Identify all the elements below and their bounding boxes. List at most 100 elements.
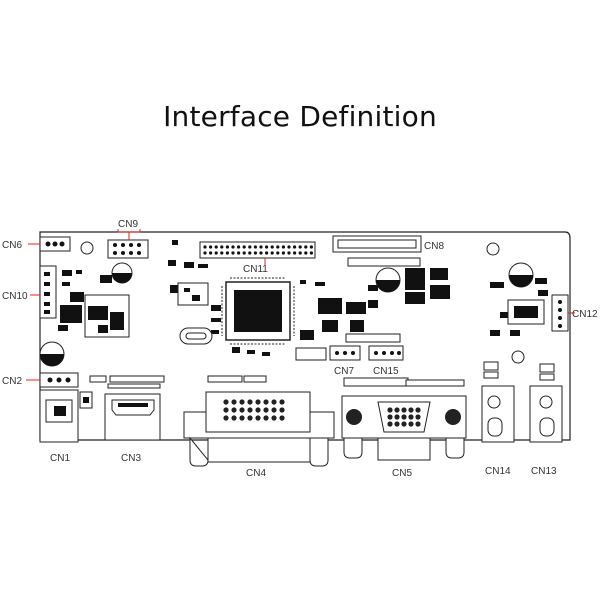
pin [247, 407, 253, 413]
pin [231, 415, 237, 421]
component-cluster-center [168, 240, 270, 356]
label-cn13: CN13 [531, 466, 557, 477]
pin [401, 407, 407, 413]
label-cn1: CN1 [50, 453, 70, 464]
pin [394, 414, 400, 420]
pin [220, 245, 224, 249]
pin [231, 407, 237, 413]
pin [225, 245, 229, 249]
pin [247, 415, 253, 421]
pin [387, 421, 393, 427]
pin [263, 399, 269, 405]
pin [394, 421, 400, 427]
pin [279, 399, 285, 405]
connector-cn15 [368, 345, 404, 361]
pin [259, 251, 263, 255]
pin [276, 245, 280, 249]
connector-cn4 [183, 375, 335, 467]
label-cn4: CN4 [246, 468, 266, 479]
pin [309, 251, 313, 255]
connector-cn6 [39, 236, 71, 252]
component-cluster-left [58, 270, 130, 338]
pin [203, 251, 207, 255]
pin [263, 407, 269, 413]
pin [223, 399, 229, 405]
label-cn10: CN10 [2, 291, 28, 302]
crystal-oscillator [179, 327, 213, 345]
connector-cn11 [199, 241, 316, 259]
pin [415, 414, 421, 420]
pin [255, 399, 261, 405]
connector-cn8 [332, 235, 422, 267]
pin [242, 251, 246, 255]
connector-cn5 [341, 377, 467, 461]
capacitor [508, 262, 534, 288]
pin [408, 414, 414, 420]
component-cluster-far-right [490, 278, 548, 336]
component-strip [89, 375, 165, 389]
pin [263, 415, 269, 421]
pin [203, 245, 207, 249]
pin [214, 251, 218, 255]
pin [231, 245, 235, 249]
pin [265, 245, 269, 249]
main-chip [221, 277, 295, 345]
pin [214, 245, 218, 249]
pin [276, 251, 280, 255]
connector-cn14 [481, 361, 515, 443]
connector-cn7 [329, 345, 361, 361]
pin [265, 251, 269, 255]
label-cn8: CN8 [424, 241, 444, 252]
pin [220, 251, 224, 255]
label-cn11: CN11 [243, 264, 268, 275]
mount-hole [486, 242, 500, 256]
label-cn15: CN15 [373, 366, 399, 377]
capacitor [111, 262, 133, 284]
pin [231, 399, 237, 405]
pin [401, 421, 407, 427]
label-cn6: CN6 [2, 240, 22, 251]
pin [209, 245, 213, 249]
diagram-title: Interface Definition [163, 100, 437, 133]
pin [253, 251, 257, 255]
pin [298, 251, 302, 255]
pin [223, 407, 229, 413]
ic-soic [507, 299, 545, 325]
pin [270, 251, 274, 255]
mount-hole [511, 350, 525, 364]
pin [270, 245, 274, 249]
label-cn12: CN12 [572, 309, 598, 320]
pin [281, 251, 285, 255]
pin [247, 399, 253, 405]
callout-cn9 [117, 229, 141, 240]
pin [293, 245, 297, 249]
connector-cn12 [551, 294, 569, 332]
pin [253, 245, 257, 249]
pin [304, 251, 308, 255]
pin [255, 407, 261, 413]
capacitor [39, 341, 65, 367]
label-cn5: CN5 [392, 468, 412, 479]
pin [271, 407, 277, 413]
pin [237, 251, 241, 255]
pin [271, 399, 277, 405]
pin [287, 245, 291, 249]
connector-cn13 [529, 363, 563, 443]
pin [279, 407, 285, 413]
mount-hole [80, 241, 94, 255]
component-cluster-right [300, 268, 450, 340]
label-cn3: CN3 [121, 453, 141, 464]
pin [387, 407, 393, 413]
pin [259, 245, 263, 249]
capacitor [375, 267, 401, 293]
pin [287, 251, 291, 255]
pin [248, 245, 252, 249]
pin [298, 245, 302, 249]
pin [281, 245, 285, 249]
pin [401, 414, 407, 420]
pin [309, 245, 313, 249]
connector-cn1 [39, 389, 93, 443]
connector-cn9 [107, 239, 149, 259]
connector-cn10 [39, 265, 57, 319]
pin [239, 407, 245, 413]
